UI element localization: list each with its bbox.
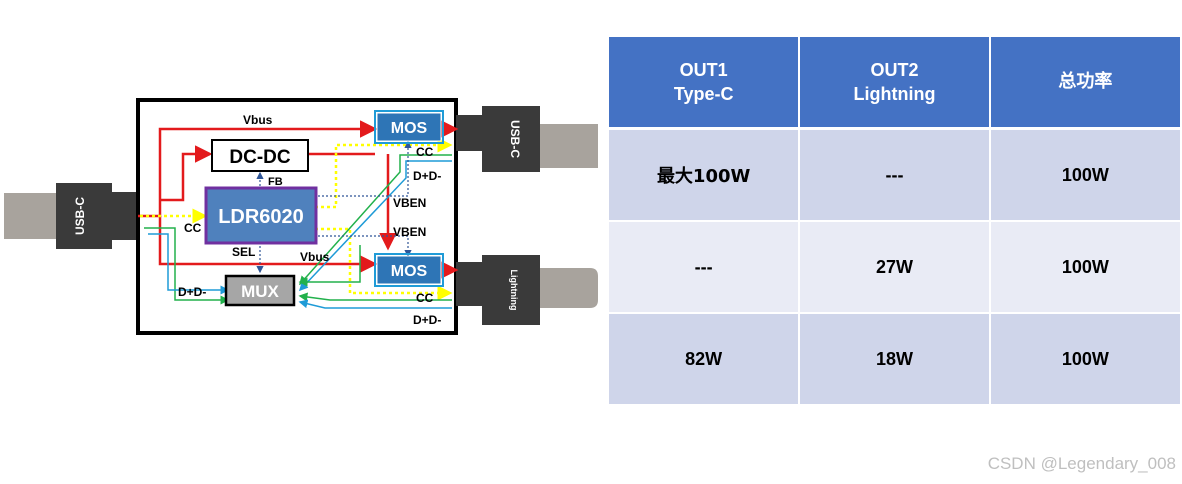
output-lightning-connector: Lightning	[456, 255, 598, 325]
input-port-label: USB-C	[73, 197, 87, 235]
cc-top-label: CC	[416, 145, 434, 159]
vbus-bottom-label: Vbus	[300, 250, 330, 264]
mos-bottom-label: MOS	[391, 263, 428, 280]
table-cell: ---	[799, 128, 991, 222]
watermark: CSDN @Legendary_008	[987, 454, 1176, 473]
dcdc-block: DC-DC	[211, 139, 309, 172]
header-out1: OUT1 Type-C	[609, 37, 801, 130]
cc-bottom-label: CC	[416, 291, 434, 305]
table-cell: 100W	[989, 128, 1180, 222]
table-cell: 27W	[799, 221, 991, 314]
sel-label: SEL	[232, 245, 255, 259]
dcdc-label: DC-DC	[229, 147, 290, 168]
header-total-power: 总功率	[989, 37, 1180, 130]
table-cell: 100W	[989, 313, 1180, 406]
table-header-row: OUT1 Type-C OUT2 Lightning 总功率	[609, 37, 1180, 130]
table-cell: ---	[609, 221, 801, 314]
table-cell: 最大100W	[609, 128, 801, 222]
cc-paths	[140, 137, 453, 301]
signal-labels: Vbus Vbus FB SEL CC CC CC D+D- D+D- D+D-…	[178, 113, 441, 327]
power-allocation-table: OUT1 Type-C OUT2 Lightning 总功率 最大100W --…	[609, 37, 1180, 406]
output-usb-c-connector: USB-C	[456, 106, 598, 172]
table-cell: 82W	[609, 313, 801, 406]
power-distribution-diagram: USB-C USB-C Lightning	[4, 98, 598, 335]
vbus-top-label: Vbus	[243, 113, 273, 127]
dpdm-top-label: D+D-	[413, 169, 441, 183]
control-lines	[256, 140, 412, 274]
data-lines	[144, 154, 452, 309]
dpdm-mux-label: D+D-	[178, 285, 206, 299]
fb-label: FB	[268, 176, 283, 188]
mos-top-block: MOS	[374, 110, 444, 144]
mux-block: MUX	[224, 274, 296, 307]
output-lightning-label: Lightning	[509, 270, 519, 311]
mos-top-label: MOS	[391, 120, 428, 137]
header-out2: OUT2 Lightning	[799, 37, 991, 130]
dpdm-bottom-label: D+D-	[413, 313, 441, 327]
input-usb-c-connector: USB-C	[4, 183, 138, 249]
table-row: 最大100W --- 100W	[609, 128, 1180, 222]
ldr6020-controller: LDR6020	[204, 186, 318, 245]
output-usb-c-label: USB-C	[508, 120, 522, 158]
controller-label: LDR6020	[218, 206, 304, 228]
table-cell: 100W	[989, 221, 1180, 314]
mux-label: MUX	[241, 282, 279, 301]
table-row: --- 27W 100W	[609, 221, 1180, 314]
vben-top-label: VBEN	[393, 196, 426, 210]
table-row: 82W 18W 100W	[609, 313, 1180, 406]
vben-bottom-label: VBEN	[393, 225, 426, 239]
table-cell: 18W	[799, 313, 991, 406]
cc-input-label: CC	[184, 221, 202, 235]
mos-bottom-block: MOS	[374, 253, 444, 287]
